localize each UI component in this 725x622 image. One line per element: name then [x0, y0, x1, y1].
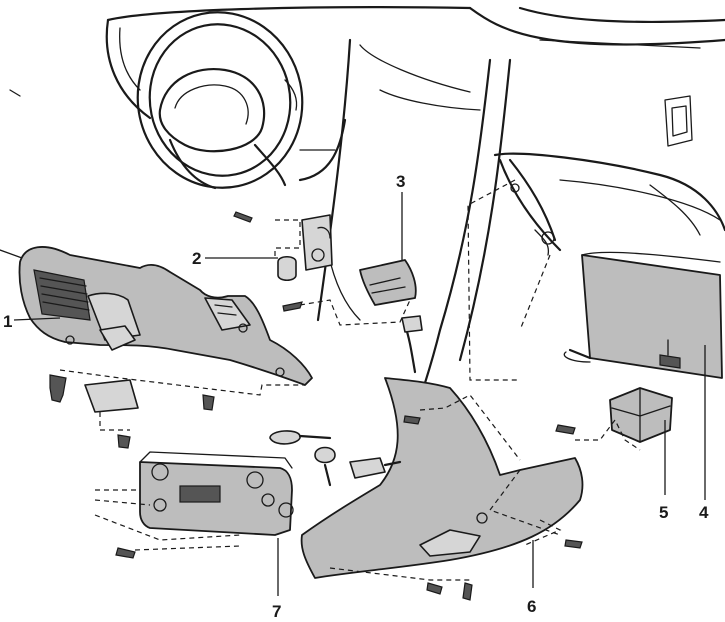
callout-7: 7 — [272, 602, 281, 621]
callout-labels: 1 2 3 4 5 6 7 — [3, 172, 709, 621]
callout-1: 1 — [3, 312, 12, 331]
part-7-radio-unit — [94, 451, 294, 559]
part-3-connector — [282, 259, 423, 374]
part-2-bracket — [233, 211, 333, 282]
mount-dashed-lines — [467, 158, 557, 381]
part-6-kick-panel — [300, 377, 584, 581]
part-4-glovebox — [563, 251, 723, 379]
callout-4: 4 — [699, 503, 709, 522]
callout-3: 3 — [396, 172, 405, 191]
callout-6: 6 — [527, 597, 536, 616]
callout-2: 2 — [192, 249, 201, 268]
steering-wheel — [136, 11, 304, 190]
leader-lines — [13, 192, 706, 596]
fasteners-and-plugs — [49, 369, 583, 601]
part-1-lower-trim-panel — [18, 246, 313, 386]
callout-5: 5 — [659, 503, 668, 522]
part-5-switch — [555, 387, 673, 451]
